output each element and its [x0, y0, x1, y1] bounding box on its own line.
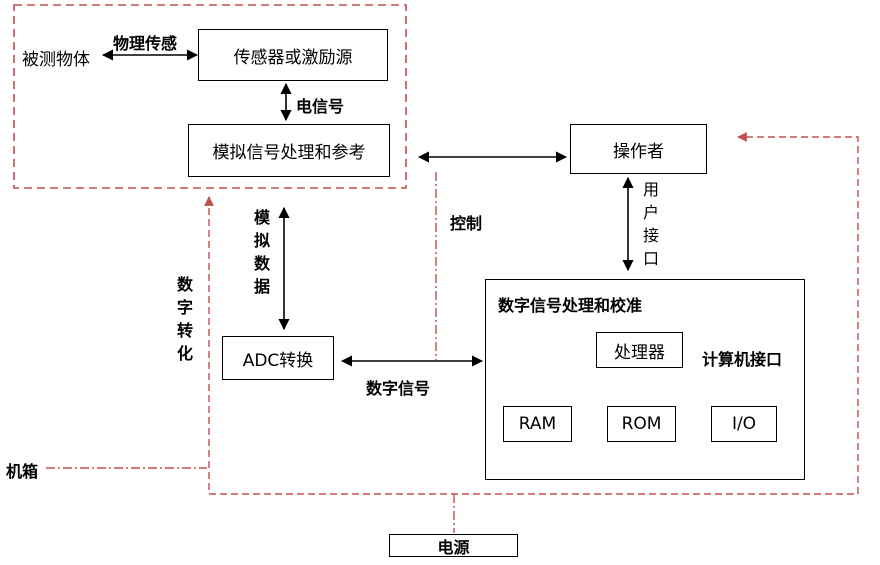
sensor-box: 传感器或激励源	[198, 29, 388, 81]
io-box: I/O	[711, 406, 777, 442]
digital-conversion-label: 数字转化	[176, 275, 193, 363]
computer-interface-label: 计算机接口	[702, 350, 783, 369]
control-label: 控制	[450, 214, 483, 233]
rom-box: ROM	[607, 406, 676, 442]
user-interface-label: 用户接口	[642, 180, 659, 268]
physical-sensing-label: 物理传感	[113, 34, 178, 53]
analog-data-label: 模拟数据	[253, 208, 270, 296]
operator-box: 操作者	[570, 124, 707, 174]
measured-object-label: 被测物体	[22, 50, 90, 70]
chassis-label: 机箱	[6, 462, 39, 481]
dsp-block: 数字信号处理和校准	[485, 279, 805, 480]
adc-box: ADC转换	[222, 336, 334, 380]
ram-box: RAM	[503, 406, 572, 442]
power-bus	[204, 132, 859, 495]
analog-processing-box: 模拟信号处理和参考	[188, 124, 390, 177]
digital-signal-label: 数字信号	[366, 379, 431, 398]
power-box: 电源	[389, 534, 518, 557]
electrical-signal-label: 电信号	[296, 97, 345, 116]
processor-box: 处理器	[596, 332, 683, 368]
dsp-block-title: 数字信号处理和校准	[498, 296, 643, 315]
